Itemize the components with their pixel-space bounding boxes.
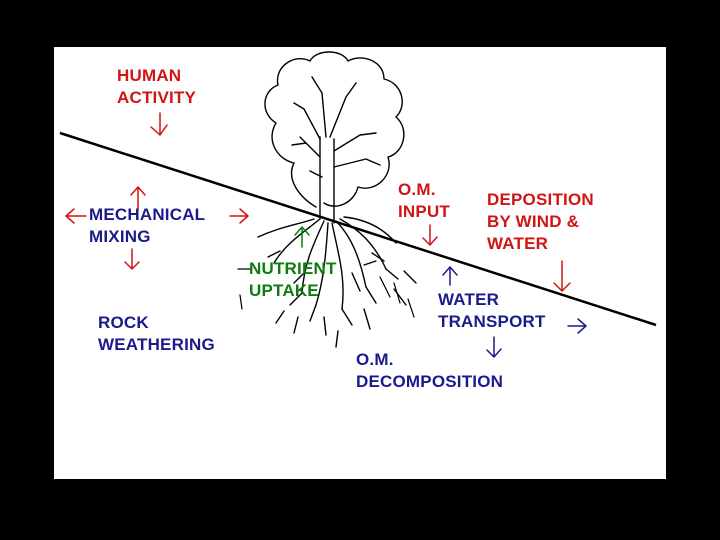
down-arrow-icon <box>422 224 438 246</box>
annotation-ticks <box>237 260 377 310</box>
soil-process-drawing <box>59 51 657 358</box>
om-input-line2: INPUT <box>398 202 450 221</box>
diagram-canvas: HUMAN ACTIVITY MECHANICAL MIXING O.M. IN… <box>54 47 666 479</box>
om-input-label: O.M. INPUT <box>398 179 450 223</box>
human-activity-label: HUMAN ACTIVITY <box>117 65 196 109</box>
up-arrow-icon <box>294 226 310 248</box>
down-arrow-icon <box>553 260 571 292</box>
mechanical-mixing-line1: MECHANICAL <box>89 205 206 224</box>
deposition-line1: DEPOSITION <box>487 190 594 209</box>
nutrient-uptake-line2: UPTAKE <box>249 281 319 300</box>
om-decomposition-line1: O.M. <box>356 350 394 369</box>
human-activity-line1: HUMAN <box>117 66 182 85</box>
down-arrow-icon <box>486 336 502 358</box>
right-arrow-icon <box>567 318 587 334</box>
om-decomposition-label: O.M. DECOMPOSITION <box>356 349 503 393</box>
water-transport-line2: TRANSPORT <box>438 312 546 331</box>
rock-weathering-label: ROCK WEATHERING <box>98 312 215 356</box>
mechanical-mixing-label: MECHANICAL MIXING <box>89 204 205 248</box>
left-arrow-icon <box>65 208 87 224</box>
deposition-label: DEPOSITION BY WIND & WATER <box>487 189 594 255</box>
right-arrow-icon <box>229 208 249 224</box>
tree-icon <box>257 51 417 348</box>
soil-surface-line <box>59 131 657 327</box>
down-arrow-icon <box>124 248 140 270</box>
water-transport-line1: WATER <box>438 290 500 309</box>
nutrient-uptake-label: NUTRIENT UPTAKE <box>249 258 337 302</box>
deposition-line2: BY WIND & <box>487 212 580 231</box>
up-arrow-icon <box>130 186 146 210</box>
nutrient-uptake-line1: NUTRIENT <box>249 259 337 278</box>
rock-weathering-line1: ROCK <box>98 313 149 332</box>
up-arrow-icon <box>442 266 458 286</box>
down-arrow-icon <box>150 112 168 136</box>
human-activity-line2: ACTIVITY <box>117 88 197 107</box>
rock-weathering-line2: WEATHERING <box>98 335 215 354</box>
deposition-line3: WATER <box>487 234 549 253</box>
om-input-line1: O.M. <box>398 180 436 199</box>
mechanical-mixing-line2: MIXING <box>89 227 151 246</box>
om-decomposition-line2: DECOMPOSITION <box>356 372 504 391</box>
water-transport-label: WATER TRANSPORT <box>438 289 546 333</box>
root-strands <box>379 276 415 318</box>
